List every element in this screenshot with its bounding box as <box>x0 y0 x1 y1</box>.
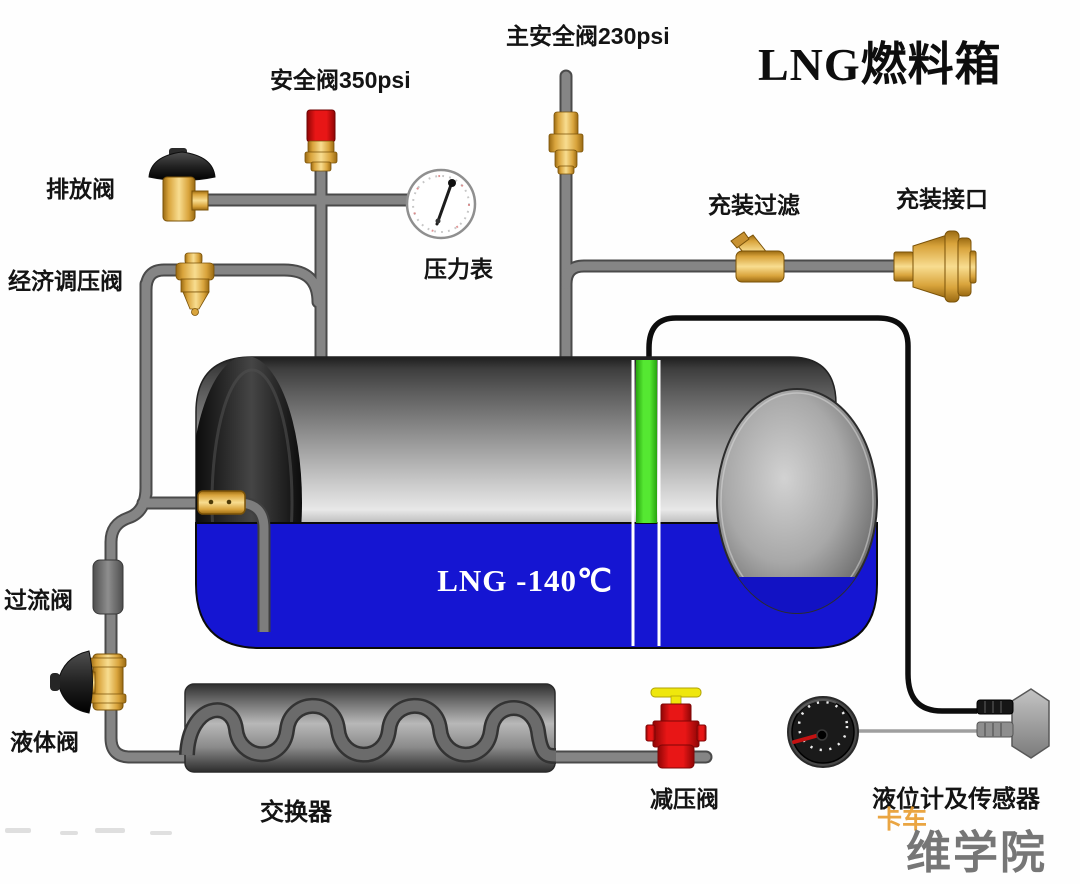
level-sensor-wire <box>646 315 977 714</box>
sensor-connector-top <box>976 699 1014 715</box>
tank-content-label: LNG -140℃ <box>437 563 613 598</box>
economizer-valve <box>175 252 215 316</box>
label-economizer-valve: 经济调压阀 <box>8 268 123 294</box>
exchanger-assembly <box>179 683 557 773</box>
liquid-valve-knob <box>50 673 60 691</box>
level-tube <box>636 360 657 523</box>
liquid-valve <box>50 650 127 714</box>
tank <box>195 356 878 649</box>
vent-valve-arm <box>191 190 209 211</box>
vent-valve-body <box>162 176 196 222</box>
safety-valve-350-cap <box>306 109 336 143</box>
overflow-valve <box>92 559 124 615</box>
label-level-gauge-sensor: 液位计及传感器 <box>872 786 1040 813</box>
vent-valve <box>148 148 216 222</box>
label-safety-valve: 安全阀350psi <box>270 67 411 93</box>
fitting-hole <box>208 499 214 505</box>
label-main-safety-valve: 主安全阀230psi <box>506 23 670 49</box>
label-pressure-gauge: 压力表 <box>424 256 493 282</box>
fill-filter-valve <box>730 231 785 283</box>
fitting-hole <box>226 499 232 505</box>
label-exchanger: 交换器 <box>260 799 332 826</box>
label-vent-valve: 排放阀 <box>46 176 115 202</box>
safety-valve-350 <box>304 109 338 172</box>
pressure-gauge <box>405 168 477 240</box>
level-gauge-dial <box>787 696 859 768</box>
level-tube-line <box>631 360 635 646</box>
fill-port-connector <box>893 230 977 303</box>
label-overflow-valve: 过流阀 <box>4 587 73 613</box>
label-pressure-reducing-valve: 减压阀 <box>650 786 719 812</box>
watermark-line1: 卡车 <box>877 806 928 834</box>
level-sensor-block <box>976 688 1050 759</box>
exchanger-coil <box>181 700 557 762</box>
liquid-valve-handle <box>57 650 93 714</box>
pressure-reducing-valve <box>645 687 707 769</box>
liquid-region <box>195 522 878 649</box>
page-title: LNG燃料箱 <box>758 39 1002 90</box>
pipes <box>106 71 901 762</box>
label-liquid-valve: 液体阀 <box>10 729 79 755</box>
liquid-outlet-fitting <box>197 490 246 515</box>
main-safety-valve-230 <box>548 111 584 175</box>
tank-shell <box>195 356 837 524</box>
vent-valve-cap <box>148 151 216 181</box>
faint-smudges <box>5 828 172 835</box>
label-fill-filter: 充装过滤 <box>708 192 800 218</box>
sensor-connector-bottom <box>976 721 1014 738</box>
level-tube-line <box>657 360 661 646</box>
watermark-line2: 维学院 <box>906 827 1048 878</box>
label-fill-port: 充装接口 <box>896 186 988 212</box>
